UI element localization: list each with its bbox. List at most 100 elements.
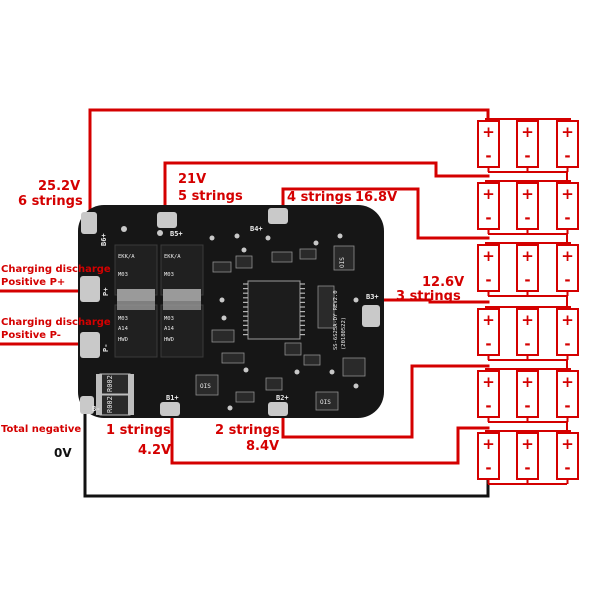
label-charge-neg-line2: Positive P- (1, 330, 61, 341)
cell-minus-sign: - (485, 459, 491, 477)
cell-plus-sign: + (561, 311, 574, 329)
battery-cell: +- (556, 118, 579, 168)
cell-plus-sign: + (521, 373, 534, 391)
pad-label-b2: B2+ (276, 394, 289, 402)
shunt-resistor (99, 373, 131, 395)
pcb-date: (20180522) (341, 317, 347, 350)
cell-plus-sign: + (521, 123, 534, 141)
pad-b-minus (80, 396, 94, 414)
pad-label-p-plus: P+ (102, 288, 110, 296)
pad-b5 (157, 212, 177, 228)
cell-plus-sign: + (561, 247, 574, 265)
battery-cell: +- (556, 180, 579, 230)
ic-silk-label: OIS (320, 399, 331, 406)
label-1s-voltage: 4.2V (138, 443, 171, 458)
cell-plus-sign: + (482, 373, 495, 391)
ic-silk-label: OIS (339, 257, 346, 268)
cell-minus-sign: - (524, 397, 530, 415)
wire-5-strings (163, 161, 490, 220)
svg-text:M03: M03 (118, 272, 128, 278)
pad-label-b5: B5+ (170, 230, 183, 238)
label-2s-strings: 2 strings (215, 423, 280, 438)
cell-minus-sign: - (564, 209, 570, 227)
label-zero-volt: 0V (54, 446, 72, 460)
pad-label-b3: B3+ (366, 293, 379, 301)
pad-label-b1: B1+ (166, 394, 179, 402)
cell-plus-sign: + (482, 311, 495, 329)
label-charge-pos-line1: Charging discharge (1, 264, 111, 275)
label-charge-neg-line1: Charging discharge (1, 317, 111, 328)
battery-cell: +- (477, 242, 500, 292)
svg-text:M03: M03 (118, 316, 128, 322)
cell-minus-sign: - (564, 459, 570, 477)
cell-plus-sign: + (521, 185, 534, 203)
label-4s-voltage: 16.8V (355, 190, 397, 205)
cell-minus-sign: - (524, 335, 530, 353)
mosfet (114, 244, 158, 296)
cell-minus-sign: - (524, 459, 530, 477)
pad-p-plus (80, 276, 100, 302)
cell-minus-sign: - (564, 335, 570, 353)
battery-cell: +- (477, 430, 500, 480)
cell-minus-sign: - (485, 147, 491, 165)
main-ic (247, 280, 301, 340)
mosfet-group (114, 244, 204, 358)
pad-b3 (362, 305, 380, 327)
pad-b6 (81, 212, 97, 234)
cell-plus-sign: + (521, 247, 534, 265)
battery-cell: +- (516, 306, 539, 356)
battery-cell: +- (477, 118, 500, 168)
battery-cell: +- (516, 242, 539, 292)
cell-minus-sign: - (524, 147, 530, 165)
battery-cell: +- (477, 368, 500, 418)
svg-text:A14: A14 (164, 326, 175, 332)
pad-b2 (268, 402, 288, 416)
battery-cell: +- (556, 430, 579, 480)
label-total-negative: Total negative (1, 424, 81, 435)
wire-2-strings (281, 364, 490, 439)
label-6s-strings: 6 strings (18, 194, 83, 209)
svg-text:EKK/A: EKK/A (164, 254, 181, 260)
ic-silk-label: OIS (200, 383, 211, 390)
solder-pads (80, 208, 380, 416)
cell-minus-sign: - (485, 397, 491, 415)
label-2s-voltage: 8.4V (246, 439, 279, 454)
label-5s-voltage: 21V (178, 172, 206, 187)
cell-plus-sign: + (561, 373, 574, 391)
mosfet (160, 244, 204, 296)
cell-plus-sign: + (561, 435, 574, 453)
cell-minus-sign: - (524, 271, 530, 289)
battery-cell: +- (556, 368, 579, 418)
pad-b1 (160, 402, 180, 416)
pad-label-b6: B6+ (100, 233, 108, 246)
battery-cell: +- (477, 306, 500, 356)
svg-text:M03: M03 (164, 272, 174, 278)
cell-minus-sign: - (564, 147, 570, 165)
cell-plus-sign: + (561, 185, 574, 203)
cell-plus-sign: + (482, 123, 495, 141)
cell-plus-sign: + (482, 185, 495, 203)
pad-b4 (268, 208, 288, 224)
wire-6-strings (88, 108, 490, 217)
cell-minus-sign: - (485, 209, 491, 227)
label-5s-strings: 5 strings (178, 189, 243, 204)
pcb-code: SS-6S25A-DY REV2.0 (333, 290, 339, 350)
svg-text:EKK/A: EKK/A (118, 254, 135, 260)
svg-text:M03: M03 (164, 316, 174, 322)
wire-3-strings (376, 298, 490, 304)
svg-text:HWD: HWD (118, 337, 128, 343)
wire-4-strings (281, 187, 490, 240)
cell-plus-sign: + (521, 435, 534, 453)
label-3s-voltage: 12.6V (422, 275, 464, 290)
shunt-resistor (99, 394, 131, 416)
cell-minus-sign: - (485, 271, 491, 289)
battery-pack: +-+-+-+-+-+-+-+-+-+-+-+-+-+-+-+-+-+- (477, 118, 579, 485)
wire-total-negative (83, 410, 490, 498)
svg-text:HWD: HWD (164, 337, 174, 343)
label-6s-voltage: 25.2V (38, 179, 80, 194)
svg-text:A14: A14 (118, 326, 129, 332)
cell-minus-sign: - (564, 397, 570, 415)
